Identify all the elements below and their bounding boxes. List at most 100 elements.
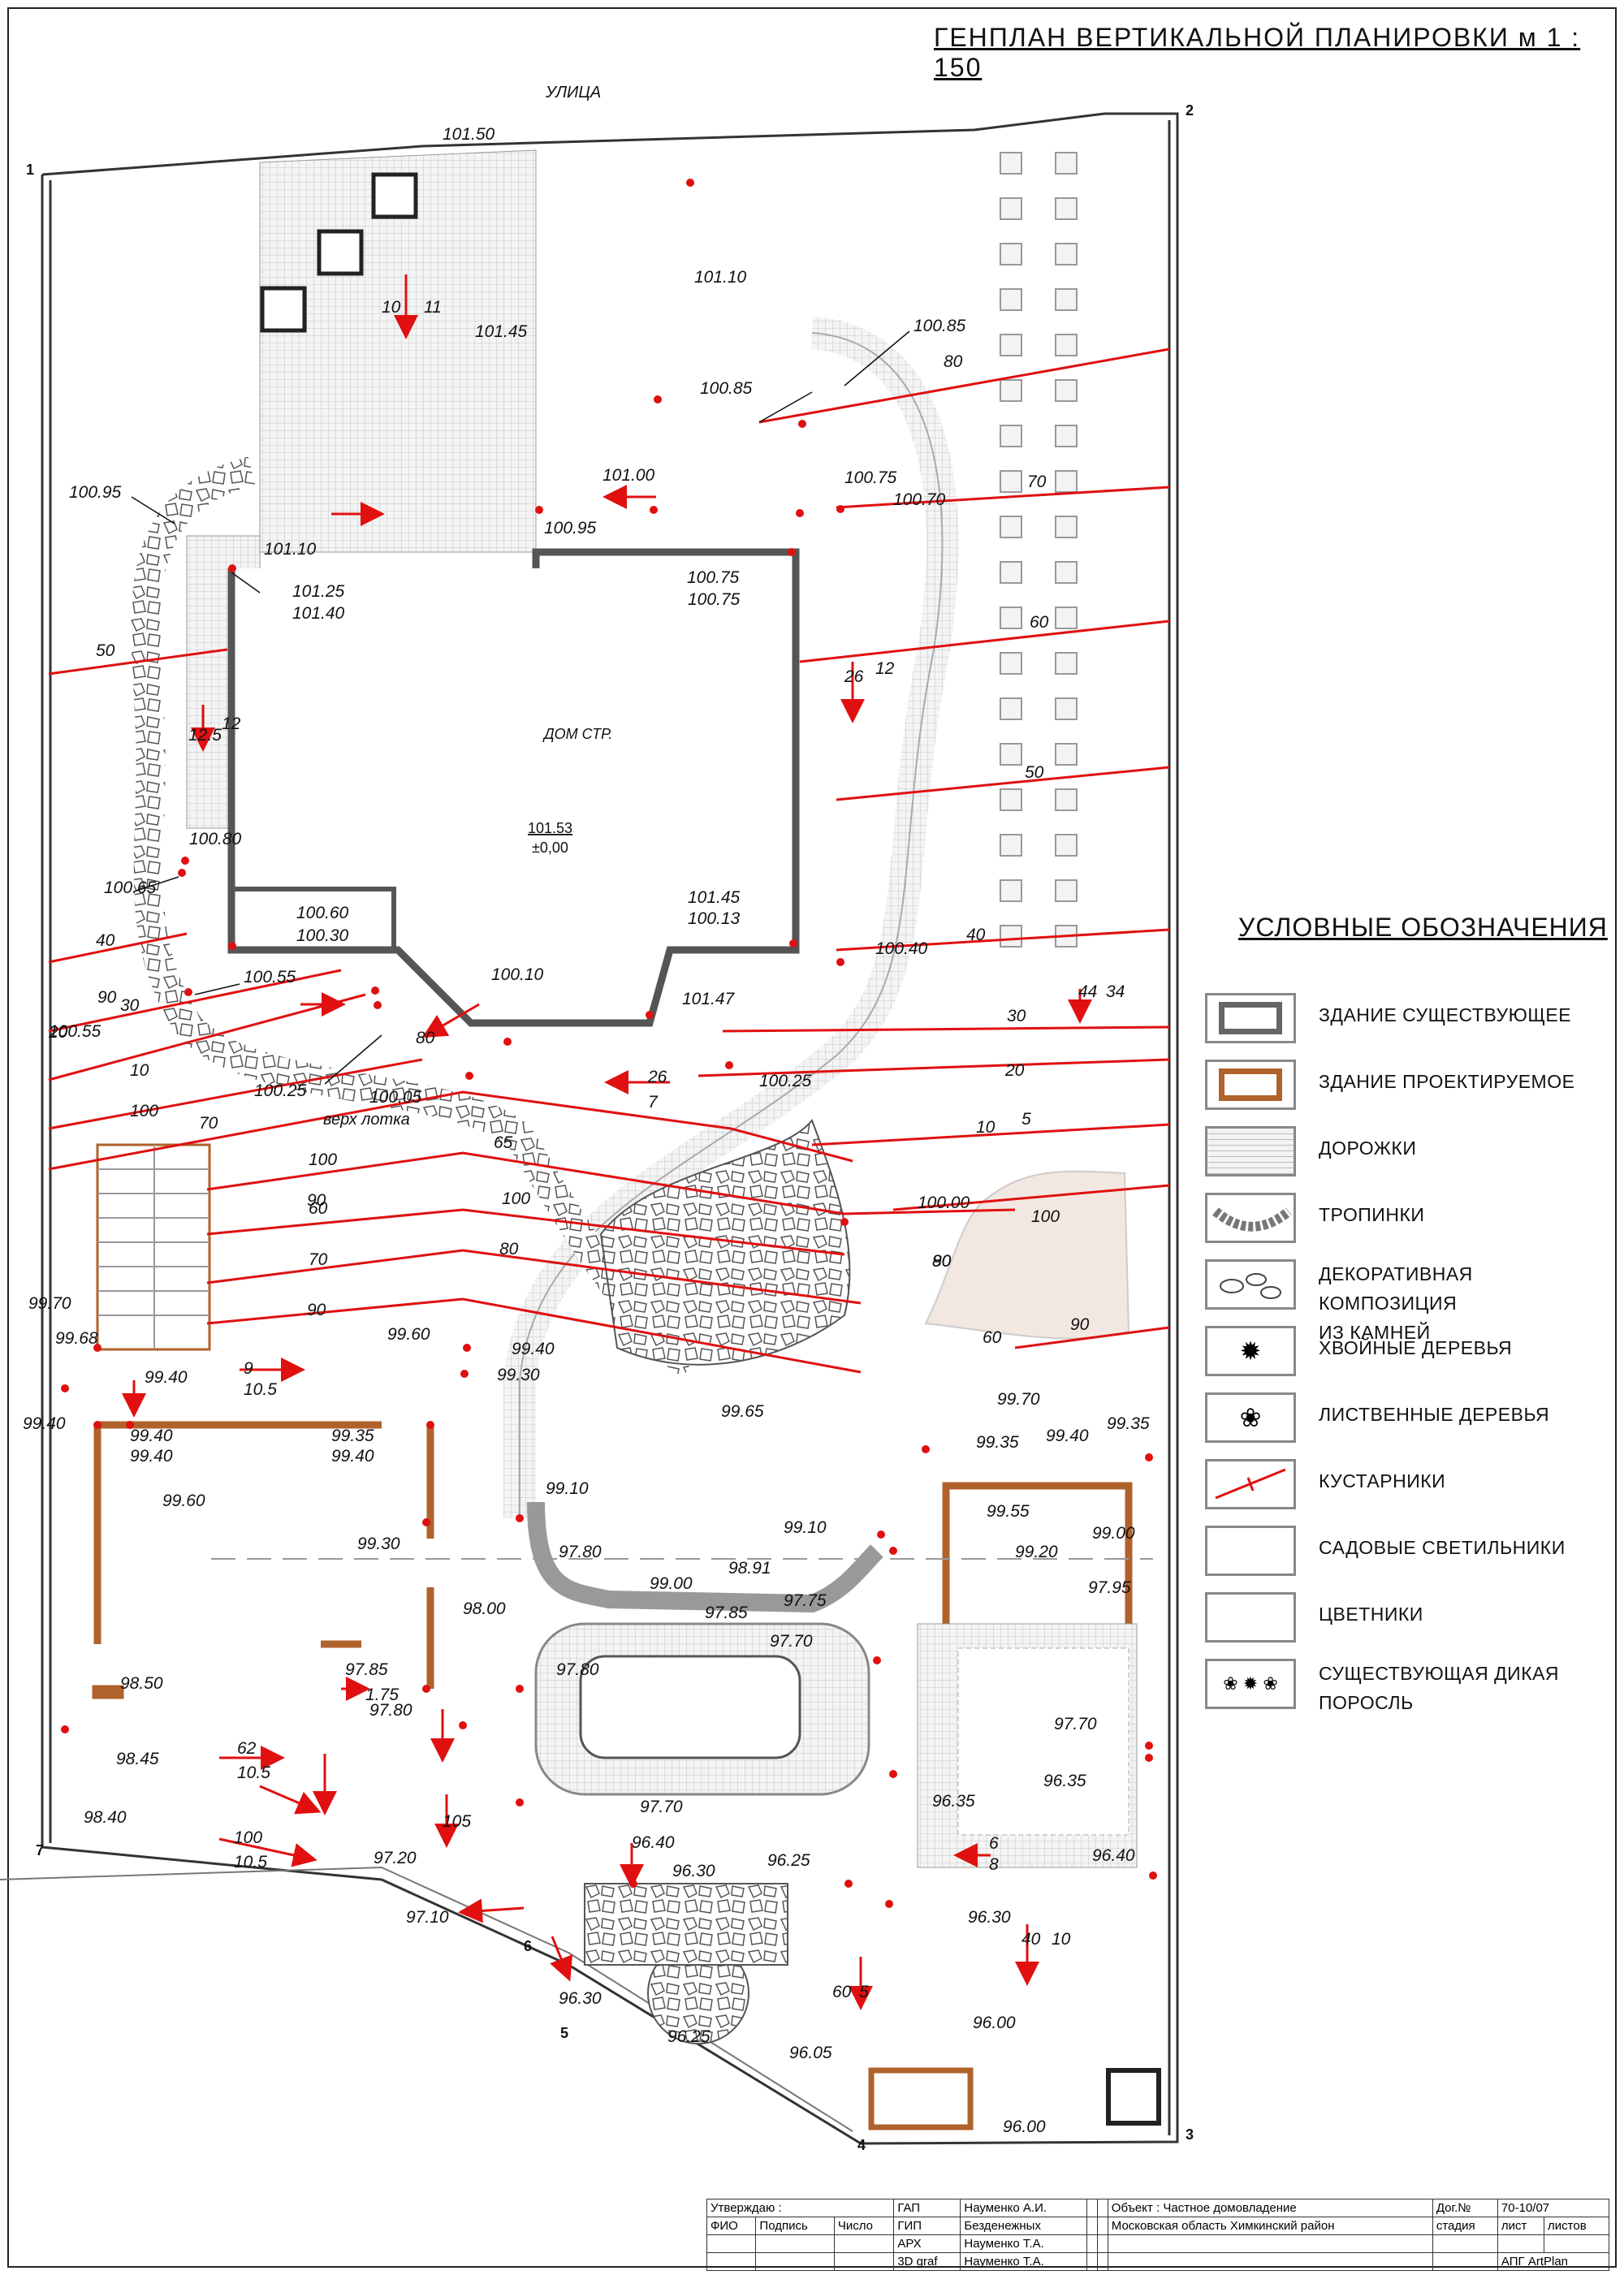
house-zero: ±0,00 (532, 840, 568, 856)
elevation-point (877, 1530, 885, 1539)
shrubs-icon (1205, 1459, 1296, 1509)
contour-line (206, 1208, 845, 1256)
slope-label: 9 (244, 1359, 253, 1378)
elevation-label: 99.40 (23, 1414, 66, 1433)
elevation-point (374, 1001, 382, 1009)
elevation-label: 98.91 (728, 1559, 771, 1578)
garden-light (1055, 561, 1078, 584)
elevation-label: 100.25 (759, 1072, 812, 1090)
elevation-label: 96.25 (667, 2027, 710, 2046)
garden-light (1055, 425, 1078, 447)
elevation-point (1145, 1742, 1153, 1750)
name-cell: Науменко Т.А. (960, 2252, 1088, 2271)
contour-label: 5 (1021, 1110, 1031, 1129)
elevation-point (93, 1421, 102, 1429)
sign-cell: Подпись (755, 2217, 835, 2235)
elevation-point (889, 1770, 897, 1778)
elevation-label: 101.25 (292, 582, 345, 601)
name-cell: Безденежных (960, 2217, 1088, 2235)
slope-label: 10 (382, 298, 401, 317)
elevation-label: 96.00 (973, 2014, 1016, 2032)
legend-item: САДОВЫЕ СВЕТИЛЬНИКИ (1205, 1519, 1611, 1586)
slope-label: 26 (647, 1068, 667, 1086)
elevation-point (789, 939, 797, 948)
elevation-point (459, 1721, 467, 1729)
legend-label: ЛИСТВЕННЫЕ ДЕРЕВЬЯ (1319, 1404, 1550, 1425)
approve-label: Утверждаю : (706, 2199, 895, 2217)
elevation-label: 99.10 (784, 1518, 827, 1537)
elevation-label: 96.40 (1092, 1846, 1135, 1865)
elevation-point (460, 1370, 469, 1378)
slope-arrow (259, 1785, 322, 1815)
elevation-label: 99.35 (1107, 1414, 1150, 1433)
elevation-label: 100.75 (844, 468, 897, 487)
stones-icon (1205, 1259, 1296, 1310)
elevation-point (885, 1900, 893, 1908)
elevation-label: 99.60 (387, 1325, 430, 1344)
leader-line (758, 391, 813, 423)
elevation-point (836, 958, 844, 966)
elevation-label: 97.70 (1054, 1715, 1097, 1733)
contour-label: 80 (944, 352, 963, 371)
elevation-label: 100.95 (69, 483, 122, 502)
elevation-label: 100.70 (893, 490, 946, 509)
contour-label: 60 (983, 1328, 1002, 1347)
legend: ЗДАНИЕ СУЩЕСТВУЮЩЕЕ ЗДАНИЕ ПРОЕКТИРУЕМОЕ… (1205, 986, 1611, 1719)
elevation-point (646, 1011, 654, 1019)
garden-light (1055, 288, 1078, 311)
slope-arrow (218, 1837, 317, 1867)
elevation-point (796, 509, 804, 517)
corner-marker: 7 (36, 1842, 44, 1858)
garden-light (1055, 334, 1078, 356)
slope-label: 34 (1106, 982, 1125, 1001)
elevation-label: 98.00 (463, 1599, 506, 1618)
legend-label: ЗДАНИЕ СУЩЕСТВУЮЩЕЕ (1319, 1004, 1572, 1025)
elevation-point (840, 1218, 849, 1226)
garden-light (1000, 379, 1022, 402)
legend-item: ТРОПИНКИ (1205, 1186, 1611, 1253)
garden-light (1055, 697, 1078, 720)
contour-label: 90 (307, 1191, 326, 1210)
pool (534, 1622, 870, 1796)
slope-arrow (421, 1003, 480, 1038)
garden-light (1055, 743, 1078, 766)
elevation-point (178, 869, 186, 877)
designed-building-icon (1205, 1060, 1296, 1110)
elevation-label: 99.40 (512, 1340, 555, 1358)
date-cell: Число (833, 2217, 895, 2235)
garden-light (1000, 288, 1022, 311)
elevation-point (844, 1880, 853, 1888)
house-existing (227, 548, 800, 1027)
corner-marker: 1 (26, 162, 34, 178)
object-cell: Объект : Частное домовладение (1107, 2199, 1433, 2217)
pond (924, 1170, 1130, 1340)
legend-label: ЗДАНИЕ ПРОЕКТИРУЕМОЕ (1319, 1071, 1575, 1092)
corner-marker: 3 (1186, 2126, 1194, 2143)
garden-light (1055, 379, 1078, 402)
garden-light (1055, 788, 1078, 811)
elevation-label: 99.35 (331, 1427, 374, 1445)
contour-line (48, 932, 188, 964)
garden-light (1055, 243, 1078, 265)
elevation-point (798, 420, 806, 428)
elevation-label: 100.30 (296, 926, 349, 945)
elevation-label: 99.40 (130, 1427, 173, 1445)
elevation-label: 97.95 (1088, 1578, 1131, 1597)
elevation-label: 96.40 (632, 1833, 675, 1852)
legend-item: ДОРОЖКИ (1205, 1120, 1611, 1186)
elevation-point (654, 395, 662, 404)
elevation-label: 101.45 (688, 888, 741, 907)
garden-light (1000, 334, 1022, 356)
slope-label: 10.5 (237, 1763, 270, 1782)
contour-line (811, 1123, 1170, 1146)
role-cell: 3D graf (893, 2252, 961, 2271)
leader-line (133, 876, 179, 892)
contour-label: 40 (966, 926, 986, 944)
elevation-point (535, 506, 543, 514)
elevation-label: 99.40 (130, 1447, 173, 1466)
contour-line (48, 1090, 853, 1171)
elevation-point (503, 1038, 512, 1046)
contour-label: 70 (309, 1250, 328, 1269)
